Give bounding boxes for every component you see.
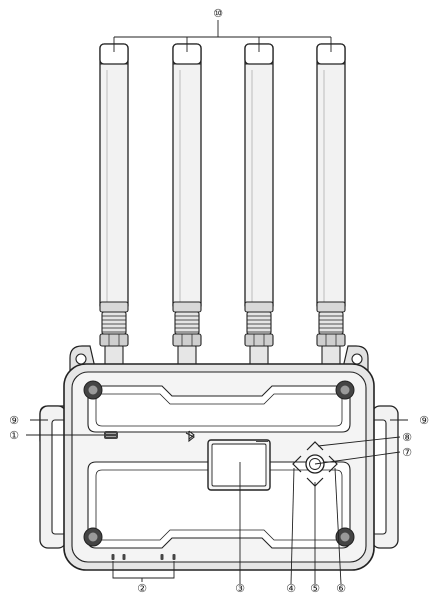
screw-top-right [335,380,355,400]
indicator-leds [111,554,176,560]
speaker-grille [104,431,118,439]
callout-10: ⑩ [213,7,223,20]
led-3 [160,554,164,560]
antenna-group [99,43,346,367]
callout-3: ③ [235,582,245,595]
bluetooth-icon [185,430,196,443]
antenna-4 [316,43,346,367]
left-handle [39,405,67,549]
callout-7: ⑦ [402,446,412,459]
antenna-2 [172,43,202,367]
control-pad [292,441,338,487]
screw-top-left [83,380,103,400]
callouts: ⑩ ⑨ ⑨ ① ⑧ ⑦ ② ③ ④ ⑤ ⑥ [9,7,429,595]
screw-bottom-left [83,527,103,547]
right-button [328,455,338,473]
antenna-3 [244,43,274,367]
callout-5: ⑤ [310,582,320,595]
up-button [306,441,324,451]
callout-9-right: ⑨ [419,414,429,427]
corner-screws [83,380,355,547]
screw-bottom-right [335,527,355,547]
led-2 [122,554,126,560]
callout-1: ① [9,429,19,442]
callout-8: ⑧ [402,431,412,444]
callout-6: ⑥ [336,582,346,595]
display-screen [207,439,271,491]
led-4 [172,554,176,560]
callout-2: ② [137,582,147,595]
led-1 [111,554,115,560]
leader-lines [26,20,408,585]
antenna-1 [99,43,129,367]
callout-4: ④ [286,582,296,595]
left-button [292,455,302,473]
right-handle [371,405,399,549]
callout-9-left: ⑨ [9,414,19,427]
